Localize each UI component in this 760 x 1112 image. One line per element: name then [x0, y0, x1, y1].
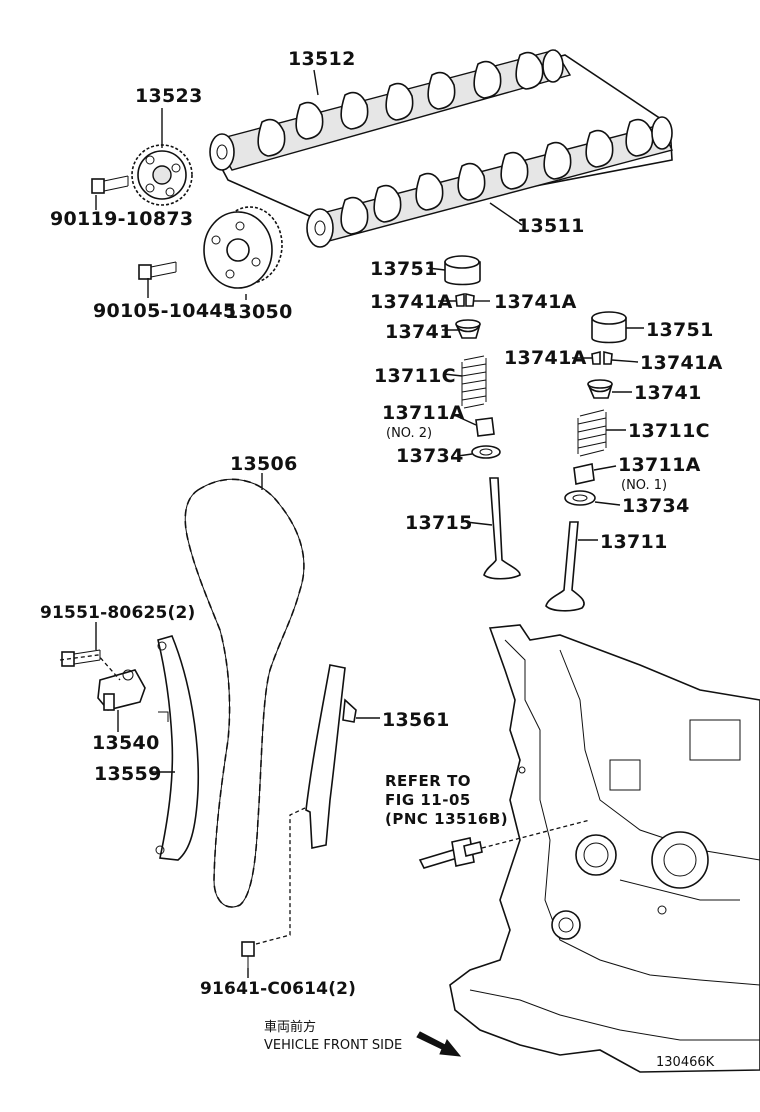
label-camshaft-intake[interactable]: 13511 — [517, 215, 585, 237]
sprocket-drawing — [131, 144, 193, 206]
vvt-gear-drawing — [203, 206, 283, 289]
label-vvt-gear[interactable]: 13050 — [225, 301, 293, 323]
label-seat-right-note: (NO. 1) — [621, 478, 667, 493]
label-washer-right[interactable]: 13734 — [622, 495, 690, 517]
label-key-right-b[interactable]: 13741A — [640, 352, 723, 374]
label-tensioner[interactable]: 13540 — [92, 732, 160, 754]
vehicle-front-arrow — [416, 1031, 462, 1057]
label-seat-left-note: (NO. 2) — [386, 426, 432, 441]
figure-id: 130466K — [656, 1055, 715, 1070]
label-lifter-left[interactable]: 13751 — [370, 258, 438, 280]
direction-note: 車両前方 VEHICLE FRONT SIDE — [264, 1019, 402, 1053]
leader-lines — [95, 69, 644, 978]
label-key-right-a[interactable]: 13741A — [504, 347, 587, 369]
part-labels: 13512 13523 90119-10873 13511 90105-1044… — [40, 48, 723, 999]
refer-line-3: (PNC 13516B) — [385, 810, 508, 828]
camshaft-intake-drawing — [306, 116, 673, 248]
label-spring-left[interactable]: 13711C — [374, 365, 456, 387]
label-sprocket[interactable]: 13523 — [135, 85, 203, 107]
engine-block-drawing — [449, 624, 760, 1073]
label-spring-right[interactable]: 13711C — [628, 420, 710, 442]
label-retainer-right[interactable]: 13741 — [634, 382, 702, 404]
label-bolt-damper[interactable]: 91641-C0614(2) — [200, 979, 356, 999]
label-bolt-pivot[interactable]: 91551-80625(2) — [40, 603, 196, 623]
label-camshaft-exhaust[interactable]: 13512 — [288, 48, 356, 70]
direction-japanese: 車両前方 — [264, 1019, 316, 1035]
valve-train-left-drawing — [444, 255, 521, 580]
bolt-pivot-drawing — [61, 649, 101, 667]
label-key-left-a[interactable]: 13741A — [370, 291, 453, 313]
timing-chain-drawing — [184, 478, 305, 908]
bolt-damper-drawing — [241, 941, 255, 968]
label-washer-left[interactable]: 13734 — [396, 445, 464, 467]
label-vibration-damper[interactable]: 13561 — [382, 709, 450, 731]
label-seat-right[interactable]: 13711A — [618, 454, 701, 476]
tensioner-drawing — [97, 669, 146, 711]
label-chain[interactable]: 13506 — [230, 453, 298, 475]
label-lifter-right[interactable]: 13751 — [646, 319, 714, 341]
vibration-damper-drawing — [305, 664, 357, 849]
refer-part-drawing — [418, 819, 591, 869]
label-seat-left[interactable]: 13711A — [382, 402, 465, 424]
slipper-guide-drawing — [155, 635, 200, 861]
label-bolt-sprocket[interactable]: 90119-10873 — [50, 208, 193, 230]
label-bolt-vvt[interactable]: 90105-10445 — [93, 300, 236, 322]
refer-line-2: FIG 11-05 — [385, 791, 471, 809]
refer-line-1: REFER TO — [385, 772, 471, 790]
bolt-vvt-drawing — [138, 261, 177, 280]
camshaft-exhaust-drawing — [209, 49, 673, 226]
direction-english: VEHICLE FRONT SIDE — [264, 1038, 402, 1053]
label-key-left-b[interactable]: 13741A — [494, 291, 577, 313]
label-valve-left[interactable]: 13715 — [405, 512, 473, 534]
valve-train-right-drawing — [545, 311, 627, 612]
label-slipper-guide[interactable]: 13559 — [94, 763, 162, 785]
label-valve-right[interactable]: 13711 — [600, 531, 668, 553]
refer-note[interactable]: REFER TO FIG 11-05 (PNC 13516B) — [385, 772, 508, 828]
label-retainer-left[interactable]: 13741 — [385, 321, 453, 343]
bolt-sprocket-drawing — [91, 175, 129, 194]
